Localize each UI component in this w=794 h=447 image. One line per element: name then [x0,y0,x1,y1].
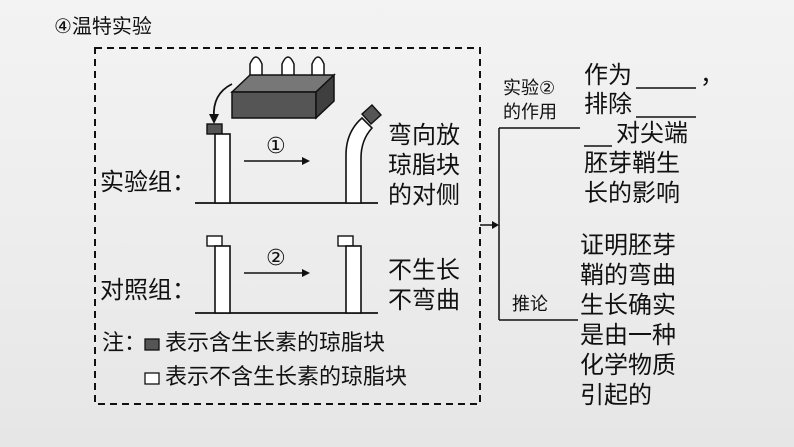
block-side [315,73,335,120]
inference-line2: 鞘的弯曲 [580,261,676,289]
control-group-label: 对照组： [100,276,196,304]
result-exp-line2: 琼脂块 [388,151,460,179]
note-prefix: 注： [102,331,147,356]
step2-arrowhead [302,269,310,277]
result-ctrl-line1: 不生长 [388,256,460,284]
ctrl-agar-without-auxin [206,235,223,247]
exp-agar-offset [361,104,382,125]
inference-label: 推论 [512,294,548,315]
step2-label: ② [266,246,286,271]
exp-agar-with-auxin [206,123,223,135]
result-ctrl-line2: 不弯曲 [388,286,460,314]
legend-swatch-with-auxin [144,338,160,351]
role-text-line3: 对尖端 [616,119,688,147]
ctrl-agar-right [337,235,354,247]
inference-line3: 生长确实 [580,291,676,319]
role-text-line4: 胚芽鞘生 [584,149,680,177]
inference-line4: 是由一种 [580,321,676,349]
step1-arrowhead [302,157,310,165]
legend-with-auxin: 表示含生长素的琼脂块 [165,331,386,356]
transfer-arrowhead [209,114,219,124]
section-title: ④温特实验 [54,14,152,38]
connector-arrowhead [492,221,499,229]
inference-line1: 证明胚芽 [580,231,676,259]
role-text-line5: 长的影响 [584,179,680,207]
inference-line6: 引起的 [580,381,652,409]
block-front [231,91,317,119]
exp-coleoptile-left [214,133,231,204]
inference-line5: 化学物质 [580,351,676,379]
legend-swatch-without-auxin [144,372,160,385]
role-label-line1: 实验② [503,78,556,99]
role-text-line2: 排除 [584,90,632,118]
ctrl-coleoptile-left [214,245,231,314]
role-text-line1-b: ， [700,61,724,89]
result-exp-line1: 弯向放 [388,121,460,149]
dashed-frame [94,47,481,405]
agar-block-with-tips [230,56,336,120]
legend-without-auxin: 表示不含生长素的琼脂块 [165,365,408,390]
role-text-line1-a: 作为 [584,61,632,89]
step1-label: ① [266,134,286,159]
experimental-group-label: 实验组： [100,168,196,196]
ctrl-coleoptile-right [345,245,362,314]
transfer-arrow [212,83,233,119]
role-label-line2: 的作用 [503,102,557,123]
exp-coleoptile-bent [345,116,374,204]
result-exp-line3: 的对侧 [388,181,460,209]
